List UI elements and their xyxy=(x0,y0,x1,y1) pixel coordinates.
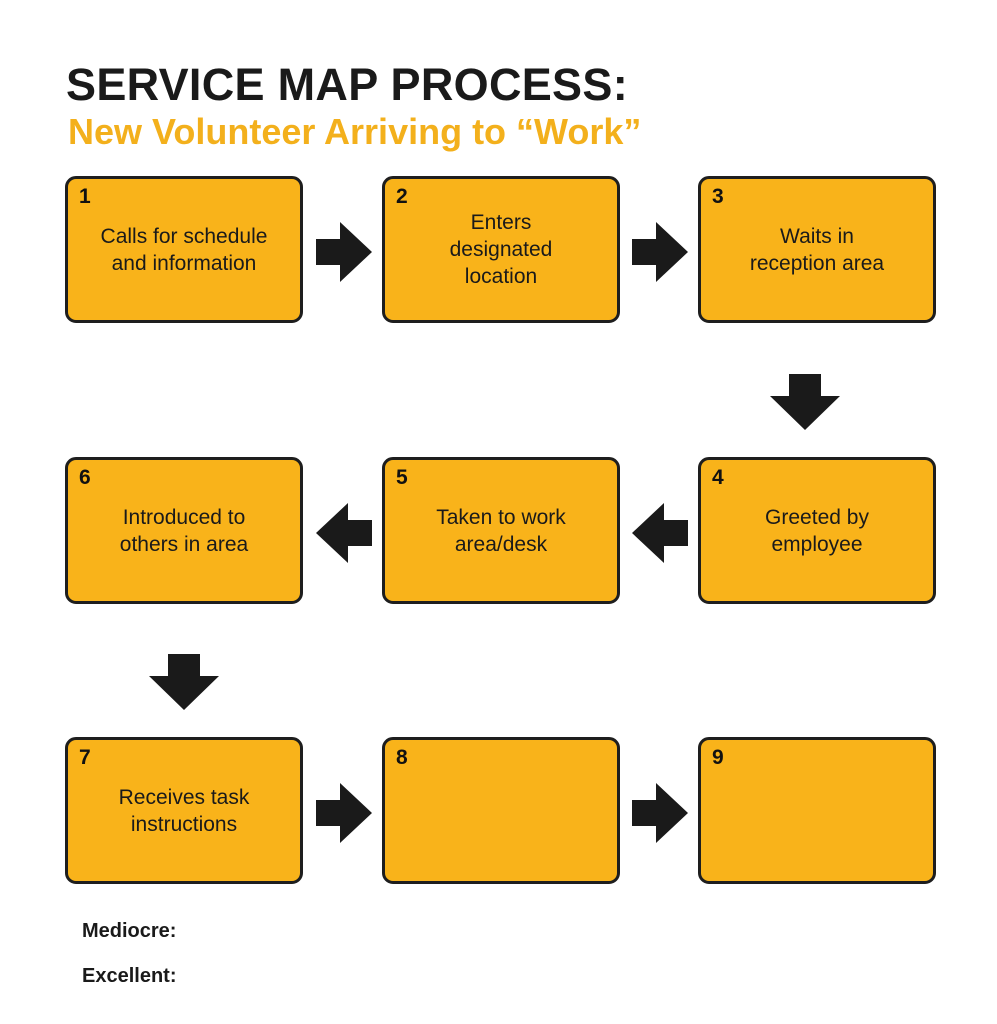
step-number: 8 xyxy=(396,746,408,769)
step-text-line: area/desk xyxy=(454,532,548,556)
step-text-line: Taken to work xyxy=(436,505,566,529)
step-box-2: 2 Enters designated location xyxy=(382,176,620,323)
step-text-line: Calls for schedule xyxy=(100,224,268,248)
step-box-7: 7 Receives task instructions xyxy=(65,737,303,884)
step-number: 5 xyxy=(396,466,408,489)
arrow-down-icon xyxy=(770,374,840,430)
step-description: Calls for schedule and information xyxy=(76,179,292,320)
mediocre-label: Mediocre: xyxy=(82,920,177,942)
arrow-left-icon xyxy=(632,503,688,563)
step-text-line: reception area xyxy=(749,251,885,275)
step-text-line: others in area xyxy=(119,532,249,556)
step-text-line: Receives task xyxy=(118,785,250,809)
step-number: 1 xyxy=(79,185,91,208)
step-description: Waits in reception area xyxy=(709,179,925,320)
step-text-line: Greeted by xyxy=(765,505,869,529)
step-text-line: and information xyxy=(111,251,257,275)
step-box-1: 1 Calls for schedule and information xyxy=(65,176,303,323)
step-box-5: 5 Taken to work area/desk xyxy=(382,457,620,604)
step-number: 6 xyxy=(79,466,91,489)
arrow-right-icon xyxy=(316,783,372,843)
arrow-right-icon xyxy=(316,222,372,282)
step-number: 9 xyxy=(712,746,724,769)
arrow-right-icon xyxy=(632,222,688,282)
step-text-line: location xyxy=(464,265,538,288)
step-description: Greeted by employee xyxy=(709,460,925,601)
step-description: Receives task instructions xyxy=(76,740,292,881)
arrow-down-icon xyxy=(149,654,219,710)
step-number: 4 xyxy=(712,466,724,489)
arrow-right-icon xyxy=(632,783,688,843)
step-box-8: 8 xyxy=(382,737,620,884)
arrow-left-icon xyxy=(316,503,372,563)
step-text-line: designated xyxy=(449,238,553,261)
step-text-line: Waits in xyxy=(780,224,854,248)
step-box-3: 3 Waits in reception area xyxy=(698,176,936,323)
step-box-6: 6 Introduced to others in area xyxy=(65,457,303,604)
page-subtitle: New Volunteer Arriving to “Work” xyxy=(68,111,642,152)
excellent-label: Excellent: xyxy=(82,965,177,987)
step-box-4: 4 Greeted by employee xyxy=(698,457,936,604)
page-title: SERVICE MAP PROCESS: xyxy=(66,59,628,110)
step-description: Taken to work area/desk xyxy=(393,460,609,601)
step-box-9: 9 xyxy=(698,737,936,884)
step-number: 3 xyxy=(712,185,724,208)
step-number: 2 xyxy=(396,185,408,208)
step-number: 7 xyxy=(79,746,91,769)
step-description: Enters designated location xyxy=(393,179,609,320)
step-text-line: employee xyxy=(771,532,863,556)
step-description: Introduced to others in area xyxy=(76,460,292,601)
step-text-line: instructions xyxy=(130,812,238,836)
step-text-line: Introduced to xyxy=(122,505,246,529)
step-text-line: Enters xyxy=(470,211,532,234)
